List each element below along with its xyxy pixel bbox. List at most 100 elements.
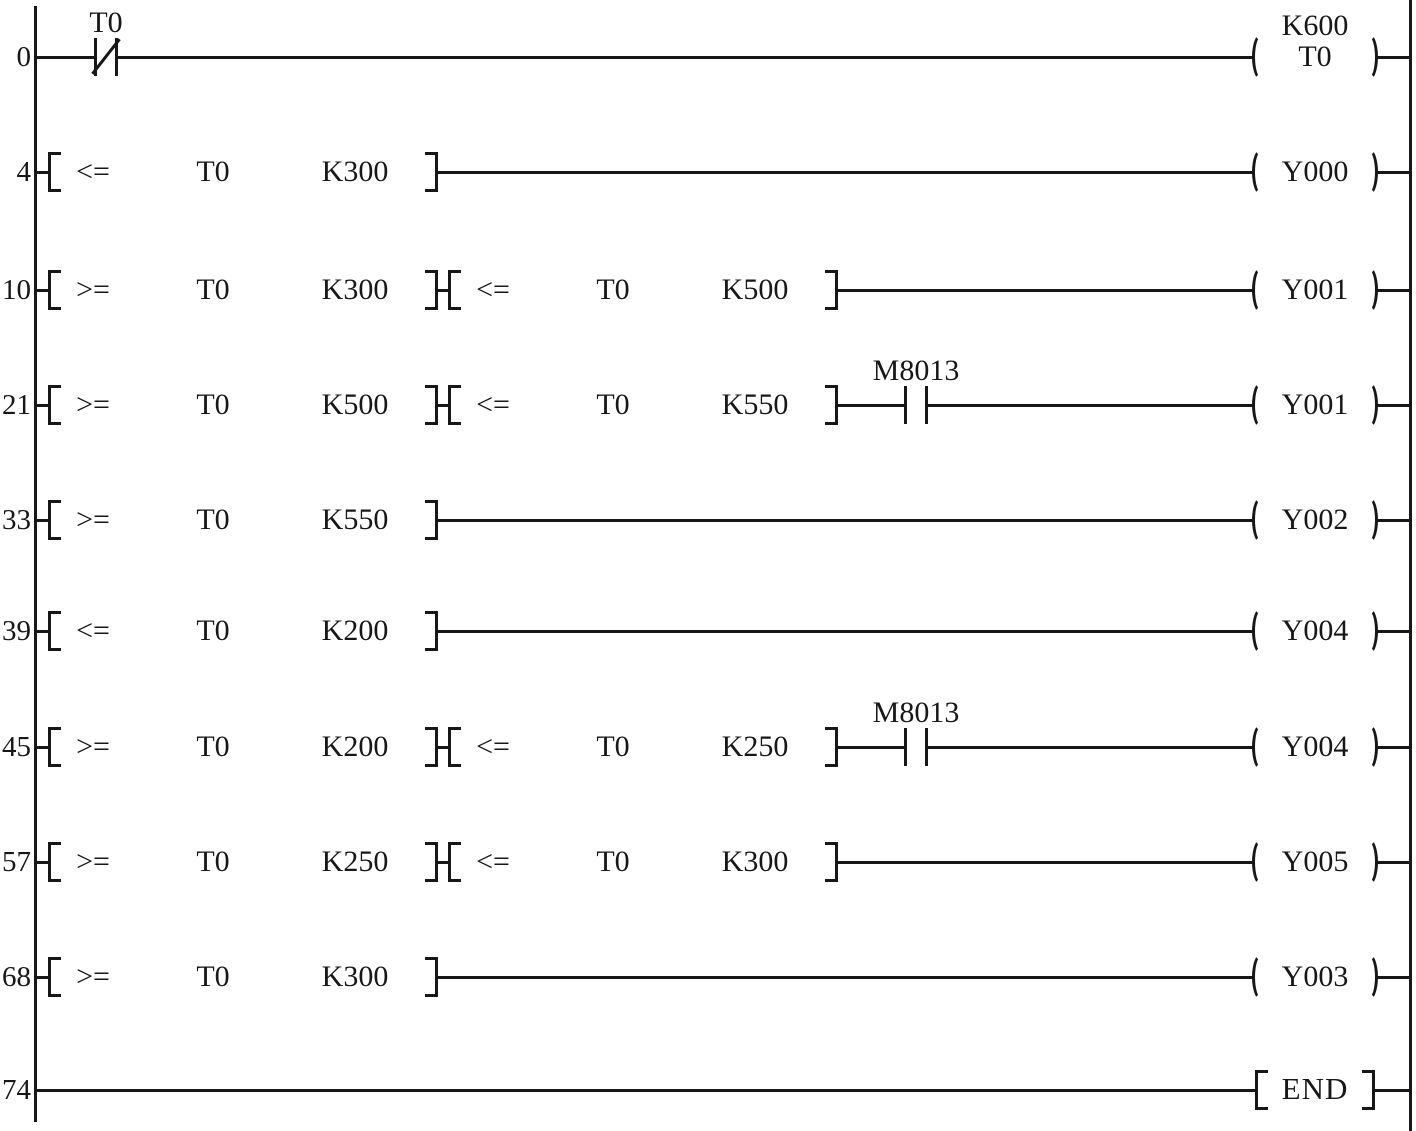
wire xyxy=(437,519,1254,522)
wire xyxy=(437,861,449,864)
compare-open-bracket xyxy=(48,152,61,192)
coil-label: Y003 xyxy=(1281,960,1349,993)
wire xyxy=(927,404,1254,407)
compare-operand: T0 xyxy=(596,730,630,763)
compare-operand: T0 xyxy=(196,388,230,421)
compare-operator: <= xyxy=(476,388,510,421)
compare-operand: K500 xyxy=(321,388,389,421)
wire xyxy=(36,630,50,633)
compare-operator: >= xyxy=(76,730,110,763)
compare-operand: K550 xyxy=(721,388,789,421)
coil-label: Y004 xyxy=(1281,730,1349,763)
compare-close-bracket xyxy=(425,500,438,540)
coil-close-paren xyxy=(1359,838,1378,886)
wire xyxy=(36,861,50,864)
step-number: 74 xyxy=(2,1074,31,1106)
wire xyxy=(36,404,50,407)
compare-operator: <= xyxy=(476,273,510,306)
contact-label: T0 xyxy=(89,6,123,39)
compare-operand: K500 xyxy=(721,273,789,306)
compare-operand: K200 xyxy=(321,614,389,647)
compare-open-bracket xyxy=(48,611,61,651)
wire xyxy=(36,1089,1257,1092)
coil-open-paren xyxy=(1252,953,1271,1001)
compare-operand: T0 xyxy=(196,155,230,188)
compare-operator: <= xyxy=(476,730,510,763)
compare-open-bracket xyxy=(48,957,61,997)
wire xyxy=(1374,1089,1412,1092)
coil-open-paren xyxy=(1252,496,1271,544)
compare-operator: >= xyxy=(76,503,110,536)
compare-close-bracket xyxy=(425,611,438,651)
compare-open-bracket xyxy=(48,270,61,310)
compare-operator: <= xyxy=(76,155,110,188)
compare-operand: K300 xyxy=(321,273,389,306)
contact-label: M8013 xyxy=(872,696,960,729)
wire xyxy=(837,289,1254,292)
compare-operator: >= xyxy=(76,273,110,306)
wire xyxy=(837,746,906,749)
compare-operand: K250 xyxy=(721,730,789,763)
wire xyxy=(36,976,50,979)
compare-operator: >= xyxy=(76,845,110,878)
wire xyxy=(437,976,1254,979)
step-number: 39 xyxy=(2,615,31,647)
step-number: 33 xyxy=(2,504,31,536)
compare-open-bracket xyxy=(448,842,461,882)
compare-close-bracket xyxy=(825,842,838,882)
wire xyxy=(36,171,50,174)
compare-operand: T0 xyxy=(596,273,630,306)
compare-open-bracket xyxy=(48,727,61,767)
wire xyxy=(1376,171,1412,174)
compare-open-bracket xyxy=(48,500,61,540)
compare-operand: K550 xyxy=(321,503,389,536)
compare-open-bracket xyxy=(48,385,61,425)
compare-operand: T0 xyxy=(196,960,230,993)
coil-close-paren xyxy=(1359,33,1378,81)
compare-operand: T0 xyxy=(596,845,630,878)
wire xyxy=(36,746,50,749)
compare-operand: T0 xyxy=(196,503,230,536)
no-contact-left-bar xyxy=(904,728,907,766)
wire xyxy=(1376,519,1412,522)
compare-open-bracket xyxy=(448,385,461,425)
no-contact-right-bar xyxy=(925,728,928,766)
compare-operator: <= xyxy=(476,845,510,878)
compare-operand: K300 xyxy=(721,845,789,878)
compare-open-bracket xyxy=(448,727,461,767)
coil-close-paren xyxy=(1359,723,1378,771)
coil-label: Y005 xyxy=(1281,845,1349,878)
nc-contact-left-bar xyxy=(94,38,97,76)
wire xyxy=(437,404,449,407)
wire xyxy=(36,289,50,292)
end-close-bracket xyxy=(1362,1070,1375,1110)
compare-operand: K300 xyxy=(321,155,389,188)
compare-operator: >= xyxy=(76,388,110,421)
compare-open-bracket xyxy=(48,842,61,882)
coil-close-paren xyxy=(1359,148,1378,196)
compare-close-bracket xyxy=(825,270,838,310)
wire xyxy=(1376,289,1412,292)
step-number: 10 xyxy=(2,274,31,306)
compare-close-bracket xyxy=(425,270,438,310)
wire xyxy=(837,861,1254,864)
coil-close-paren xyxy=(1359,953,1378,1001)
wire xyxy=(1376,56,1412,59)
wire xyxy=(36,56,96,59)
coil-label: T0 xyxy=(1298,40,1332,73)
compare-operator: <= xyxy=(76,614,110,647)
compare-operand: K200 xyxy=(321,730,389,763)
coil-close-paren xyxy=(1359,607,1378,655)
left-power-rail xyxy=(34,6,37,1122)
compare-operand: T0 xyxy=(596,388,630,421)
coil-close-paren xyxy=(1359,266,1378,314)
right-power-rail xyxy=(1409,0,1412,1131)
coil-label: Y001 xyxy=(1281,273,1349,306)
coil-open-paren xyxy=(1252,723,1271,771)
compare-close-bracket xyxy=(825,727,838,767)
compare-operand: K300 xyxy=(321,960,389,993)
